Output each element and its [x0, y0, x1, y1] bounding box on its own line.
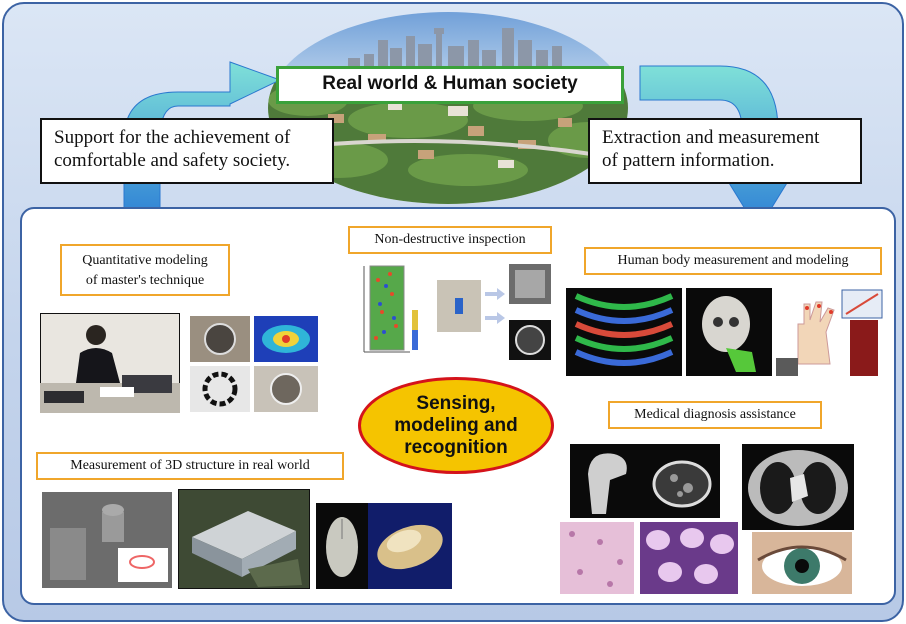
left-support-box: Support for the achievement of comfortab… [40, 118, 334, 184]
right-box-line-1: Extraction and measurement [602, 127, 820, 148]
hand-measurement-image [776, 284, 886, 378]
3d-city-model [178, 489, 310, 589]
label-medical-diagnosis: Medical diagnosis assistance [608, 401, 822, 429]
skull-model-image [686, 288, 772, 376]
eye-iris-image [752, 532, 852, 594]
face-stripe-scan [566, 288, 682, 376]
center-line-2: modeling and [394, 414, 518, 436]
label-quantitative-modeling: Quantitative modeling of master's techni… [60, 244, 230, 296]
bone-ct-images [570, 444, 720, 518]
top-label-real-world: Real world & Human society [276, 66, 624, 104]
master-technique-photo [40, 313, 180, 413]
tissue-slide-1 [560, 522, 634, 594]
volume-inspection-plot [363, 265, 418, 353]
center-sensing-ellipse: Sensing, modeling and recognition [358, 377, 554, 474]
tissue-slide-2 [640, 522, 738, 594]
3d-room-scan [42, 492, 172, 588]
center-line-3: recognition [404, 436, 508, 458]
right-box-line-2: of pattern information. [602, 150, 775, 171]
label-measurement-3d: Measurement of 3D structure in real worl… [36, 452, 344, 480]
mouse-3d-model [316, 503, 452, 589]
lung-ct-image [742, 444, 854, 530]
right-extraction-box: Extraction and measurement of pattern in… [588, 118, 862, 184]
technique-analysis-panels [190, 316, 318, 412]
label-nondestructive: Non-destructive inspection [348, 226, 552, 254]
center-line-1: Sensing, [416, 392, 496, 414]
xray-scan-images [437, 264, 551, 360]
left-box-line-2: comfortable and safety society. [54, 150, 291, 171]
left-box-line-1: Support for the achievement of [54, 127, 291, 148]
quantitative-line-2: of master's technique [85, 273, 205, 288]
quantitative-line-1: Quantitative modeling [82, 253, 208, 268]
label-human-body: Human body measurement and modeling [584, 247, 882, 275]
